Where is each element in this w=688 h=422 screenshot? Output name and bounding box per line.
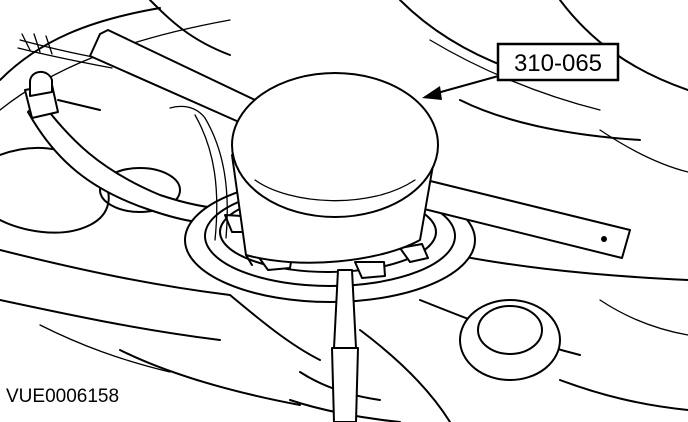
- tool-callout: 310-065: [496, 42, 620, 82]
- special-tool-310-065: [89, 29, 631, 266]
- tool-number-label: 310-065: [514, 50, 602, 77]
- drift-tool: [331, 269, 359, 422]
- figure-id-label: VUE0006158: [6, 386, 119, 407]
- fuel-line-hose: [17, 33, 239, 225]
